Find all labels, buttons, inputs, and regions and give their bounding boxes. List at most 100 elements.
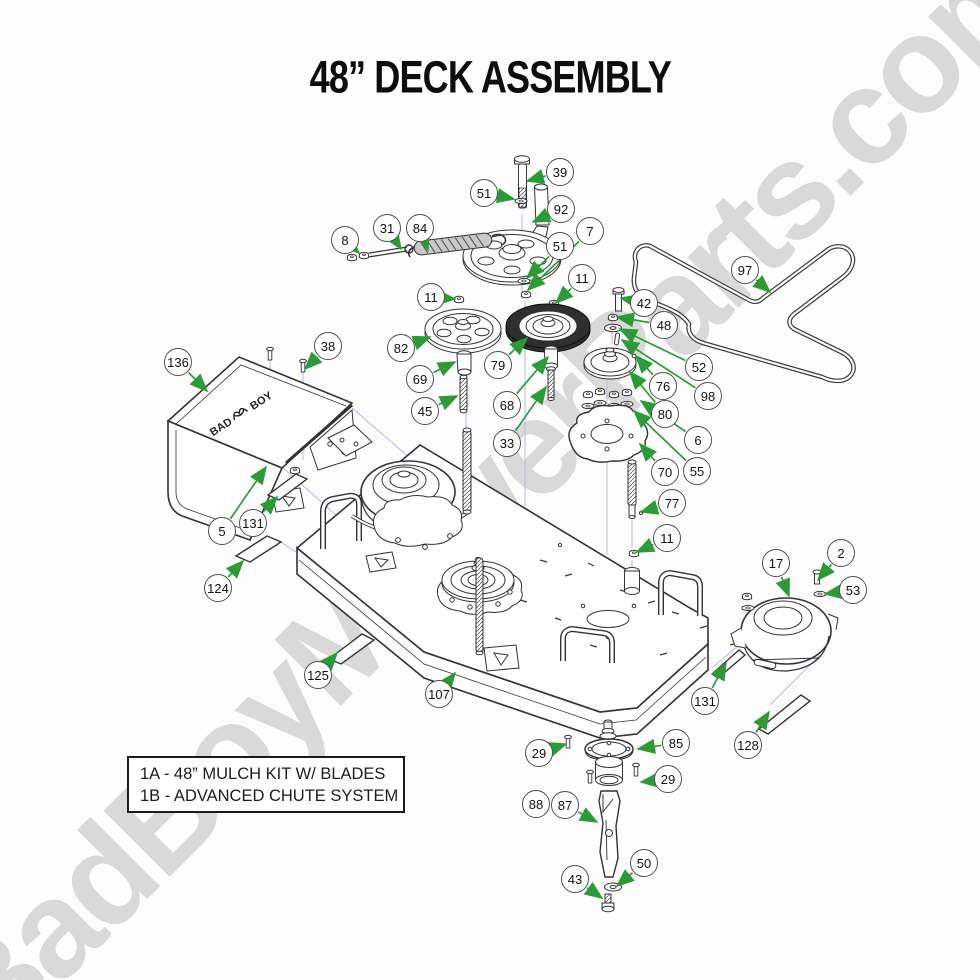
callout-31[interactable]: 31 bbox=[373, 214, 401, 242]
callout-arrow-128 bbox=[753, 710, 770, 733]
callout-7[interactable]: 7 bbox=[576, 217, 604, 245]
callout-76[interactable]: 76 bbox=[649, 372, 677, 400]
callout-arrow-39 bbox=[525, 169, 546, 184]
callout-8[interactable]: 8 bbox=[331, 226, 359, 254]
callout-arrow-77 bbox=[639, 499, 660, 515]
callout-51[interactable]: 51 bbox=[546, 232, 574, 260]
legend-line-mulch-kit: 1A - 48” MULCH KIT W/ BLADES bbox=[140, 765, 386, 783]
part-center-spindle bbox=[437, 427, 523, 656]
callout-11[interactable]: 11 bbox=[568, 264, 596, 292]
callout-arrow-31 bbox=[385, 230, 402, 251]
callout-arrow-69 bbox=[433, 361, 457, 377]
callout-6[interactable]: 6 bbox=[684, 426, 712, 454]
callout-98[interactable]: 98 bbox=[694, 382, 722, 410]
callout-arrow-11 bbox=[554, 285, 574, 305]
callout-arrow-131 bbox=[259, 495, 279, 515]
callout-92[interactable]: 92 bbox=[547, 195, 575, 223]
part-scalp-plate-70 bbox=[568, 387, 649, 463]
callout-arrow-11 bbox=[437, 289, 457, 306]
callout-68[interactable]: 68 bbox=[493, 391, 521, 419]
part-blade-87 bbox=[598, 790, 622, 913]
callout-arrow-68 bbox=[516, 355, 550, 395]
callout-84[interactable]: 84 bbox=[406, 214, 434, 242]
callout-69[interactable]: 69 bbox=[406, 365, 434, 393]
callout-85[interactable]: 85 bbox=[662, 729, 690, 757]
callout-125[interactable]: 125 bbox=[304, 661, 332, 689]
callout-arrow-107 bbox=[438, 671, 457, 692]
callout-arrow-136 bbox=[188, 372, 209, 393]
part-rod-77 bbox=[624, 459, 644, 595]
part-right-cover-17 bbox=[730, 569, 839, 672]
callout-2[interactable]: 2 bbox=[827, 539, 855, 567]
callout-arrow-11 bbox=[635, 537, 656, 553]
part-deck-handles bbox=[320, 492, 703, 663]
callout-arrow-43 bbox=[583, 881, 604, 899]
part-front-brackets bbox=[271, 487, 520, 672]
callout-80[interactable]: 80 bbox=[651, 400, 679, 428]
callout-arrow-79 bbox=[508, 336, 529, 356]
callout-55[interactable]: 55 bbox=[683, 457, 711, 485]
callout-88[interactable]: 88 bbox=[522, 790, 550, 818]
callout-29[interactable]: 29 bbox=[525, 739, 553, 767]
callout-arrow-29 bbox=[639, 772, 659, 788]
callout-arrow-48 bbox=[615, 312, 650, 328]
callout-131[interactable]: 131 bbox=[239, 509, 267, 537]
callout-17[interactable]: 17 bbox=[762, 549, 790, 577]
callout-arrow-50 bbox=[615, 869, 635, 888]
callout-11[interactable]: 11 bbox=[417, 283, 445, 311]
callout-53[interactable]: 53 bbox=[839, 576, 867, 604]
callout-97[interactable]: 97 bbox=[731, 256, 759, 284]
callout-124[interactable]: 124 bbox=[204, 574, 232, 602]
callout-arrow-2 bbox=[816, 562, 835, 582]
callout-arrow-80 bbox=[628, 370, 657, 404]
callout-128[interactable]: 128 bbox=[734, 731, 762, 759]
callout-arrow-76 bbox=[634, 354, 654, 376]
callout-11[interactable]: 11 bbox=[653, 524, 681, 552]
callout-52[interactable]: 52 bbox=[685, 353, 713, 381]
callout-29[interactable]: 29 bbox=[654, 765, 682, 793]
callout-131[interactable]: 131 bbox=[691, 687, 719, 715]
callout-79[interactable]: 79 bbox=[484, 351, 512, 379]
callout-38[interactable]: 38 bbox=[314, 332, 342, 360]
callout-42[interactable]: 42 bbox=[630, 289, 658, 317]
callout-arrow-125 bbox=[320, 651, 339, 671]
callout-arrow-51 bbox=[525, 255, 550, 280]
legend-line-chute-system: 1B - ADVANCED CHUTE SYSTEM bbox=[140, 787, 399, 805]
callout-arrow-124 bbox=[225, 559, 245, 579]
callout-arrow-51 bbox=[495, 188, 516, 204]
callout-arrow-17 bbox=[775, 576, 790, 598]
part-bolt-39 bbox=[514, 155, 530, 209]
callout-39[interactable]: 39 bbox=[546, 158, 574, 186]
callout-107[interactable]: 107 bbox=[425, 680, 453, 708]
callout-136[interactable]: 136 bbox=[164, 348, 192, 376]
callout-arrow-70 bbox=[638, 442, 658, 462]
callout-70[interactable]: 70 bbox=[651, 458, 679, 486]
callout-arrow-84 bbox=[415, 231, 430, 252]
part-anchor-plate bbox=[327, 424, 373, 457]
callout-82[interactable]: 82 bbox=[387, 334, 415, 362]
callout-43[interactable]: 43 bbox=[561, 865, 589, 893]
callout-arrow-45 bbox=[438, 395, 459, 411]
callout-arrow-33 bbox=[514, 385, 547, 432]
part-spring-84 bbox=[346, 232, 507, 262]
part-pulley-82 bbox=[424, 295, 502, 414]
callout-arrow-53 bbox=[823, 584, 843, 600]
callout-arrow-131 bbox=[711, 661, 727, 689]
callout-arrow-92 bbox=[531, 207, 552, 223]
callout-51[interactable]: 51 bbox=[470, 179, 498, 207]
page-title: 48” DECK ASSEMBLY bbox=[309, 51, 671, 103]
callout-45[interactable]: 45 bbox=[411, 397, 439, 425]
callout-50[interactable]: 50 bbox=[630, 849, 658, 877]
callout-87[interactable]: 87 bbox=[551, 791, 579, 819]
callout-48[interactable]: 48 bbox=[650, 311, 678, 339]
callout-arrow-87 bbox=[577, 807, 599, 823]
callout-5[interactable]: 5 bbox=[208, 517, 236, 545]
callout-77[interactable]: 77 bbox=[658, 489, 686, 517]
callout-arrow-52 bbox=[618, 328, 686, 362]
callout-33[interactable]: 33 bbox=[493, 429, 521, 457]
part-spindle-assy-85 bbox=[564, 719, 640, 786]
callout-arrow-98 bbox=[620, 339, 696, 389]
